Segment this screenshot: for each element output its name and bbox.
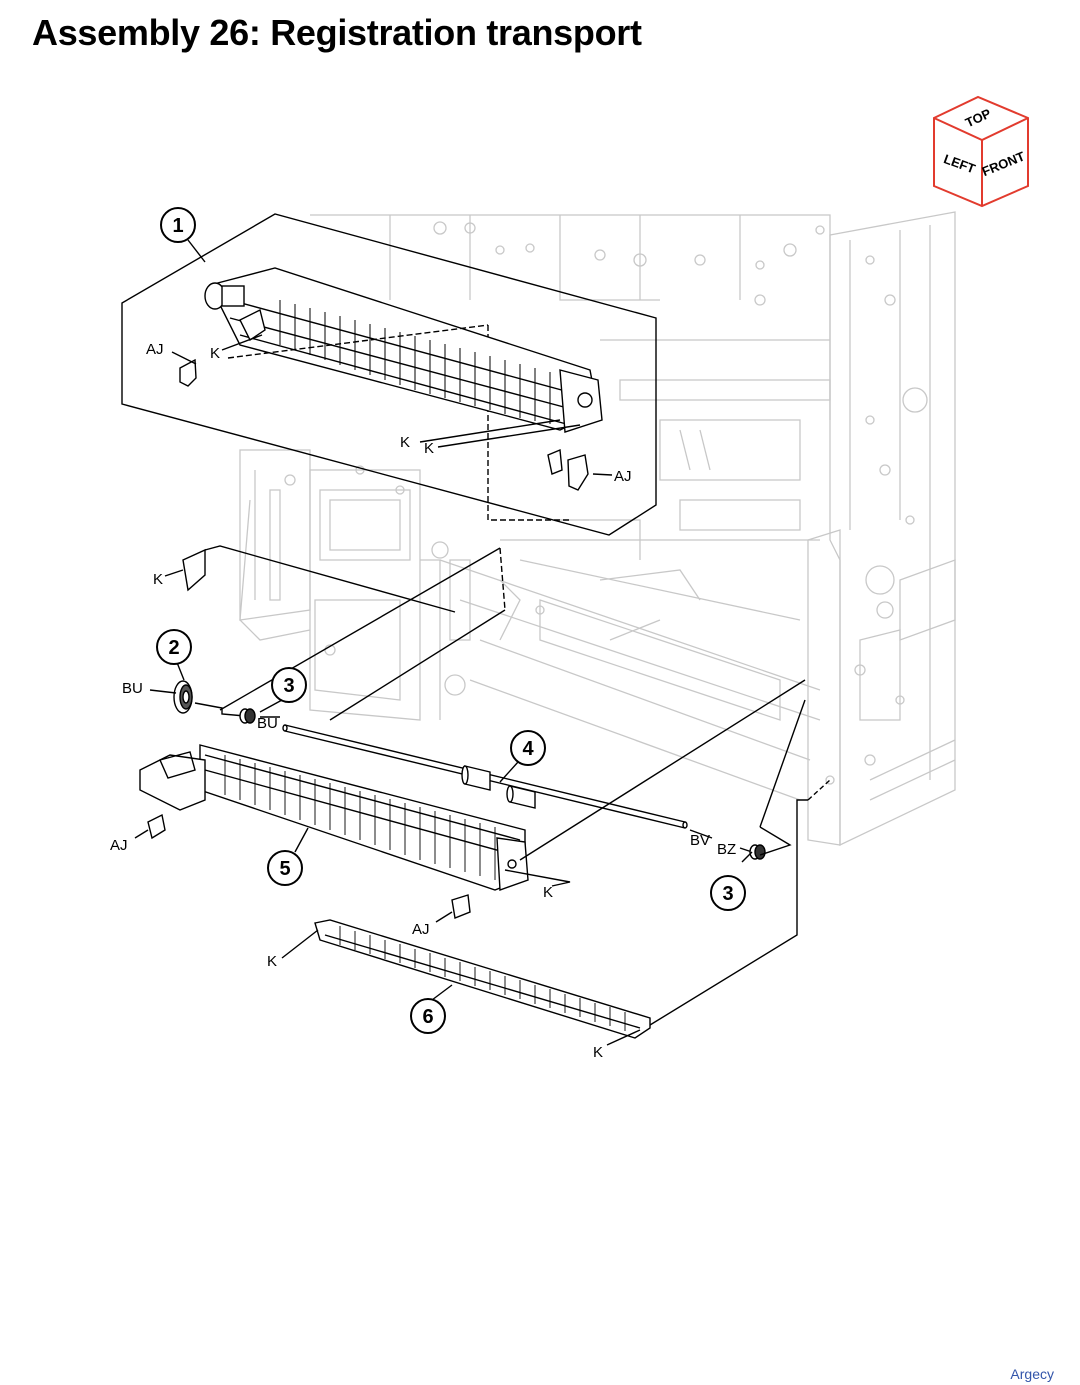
part-1-registration-assembly xyxy=(204,267,603,433)
clip-k-left xyxy=(182,548,206,592)
label-aj: AJ xyxy=(412,921,430,938)
callout-1: 1 xyxy=(160,207,196,243)
part-1-enclosure xyxy=(121,213,657,536)
svg-text:3: 3 xyxy=(283,675,294,697)
callout-2: 2 xyxy=(156,629,192,665)
label-aj: AJ xyxy=(146,341,164,358)
label-k: K xyxy=(267,953,277,970)
part-5-guide-assembly xyxy=(139,744,529,891)
fastener-labels: AJ K K K AJ K BU BU AJ BV BZ K AJ K K xyxy=(110,341,736,1061)
label-k: K xyxy=(153,571,163,588)
clip-aj-lower-mid xyxy=(451,894,471,919)
label-bu: BU xyxy=(257,715,278,732)
callout-5: 5 xyxy=(267,850,303,886)
footer-brand: Argecy xyxy=(1010,1366,1054,1382)
label-bz: BZ xyxy=(717,841,736,858)
svg-text:4: 4 xyxy=(522,738,534,760)
label-k: K xyxy=(400,434,410,451)
label-aj: AJ xyxy=(614,468,632,485)
label-bu: BU xyxy=(122,680,143,697)
page-title: Assembly 26: Registration transport xyxy=(32,12,642,53)
label-k: K xyxy=(210,345,220,362)
label-k: K xyxy=(543,884,553,901)
clip-aj-lower-left xyxy=(147,813,166,840)
printer-frame xyxy=(239,211,956,847)
svg-text:6: 6 xyxy=(422,1006,433,1028)
label-k: K xyxy=(593,1044,603,1061)
part-3-bushing-left xyxy=(239,708,256,724)
svg-text:1: 1 xyxy=(172,215,183,237)
callout-4: 4 xyxy=(510,730,546,766)
svg-text:3: 3 xyxy=(722,883,733,905)
label-aj: AJ xyxy=(110,837,128,854)
callout-6: 6 xyxy=(410,998,446,1034)
parts-line-art xyxy=(121,213,831,1046)
svg-text:2: 2 xyxy=(168,637,179,659)
part-3-bushing-right xyxy=(749,844,766,860)
label-k: K xyxy=(424,440,434,457)
callout-3-lower: 3 xyxy=(710,875,746,911)
clip-aj-left xyxy=(179,358,197,387)
callout-3-upper: 3 xyxy=(271,667,307,703)
part-4-shaft xyxy=(282,724,688,829)
clip-aj-right xyxy=(567,454,589,491)
label-bv: BV xyxy=(690,832,710,849)
part-6-bottom-guide xyxy=(314,919,651,1039)
svg-text:5: 5 xyxy=(279,858,290,880)
part-2-gear xyxy=(173,680,193,714)
orientation-cube-icon: TOP LEFT FRONT xyxy=(933,95,1029,208)
